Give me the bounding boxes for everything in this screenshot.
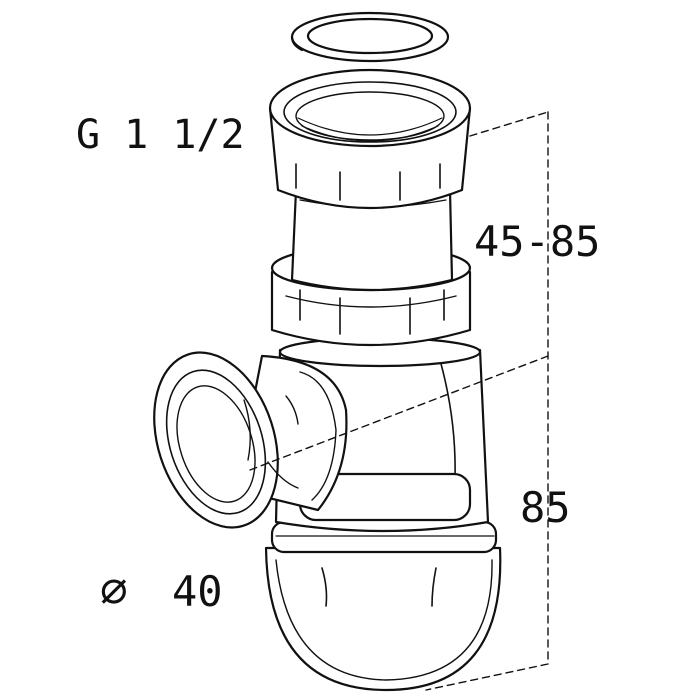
- height-fixed-label: 85: [520, 483, 571, 532]
- dimension-lines: [249, 111, 549, 691]
- diameter-symbol: ⌀: [100, 563, 128, 617]
- sealing-washer: [290, 11, 450, 63]
- thread-label: G 1 1/2: [76, 112, 245, 158]
- upper-threaded-nut: [268, 68, 472, 210]
- height-adjustable-label: 45-85: [474, 217, 600, 266]
- trap-bowl: [264, 520, 502, 692]
- dip-tube: [290, 188, 454, 292]
- drawing: [153, 11, 549, 692]
- diameter-label: 40: [172, 567, 223, 616]
- outlet-nut: [153, 351, 348, 529]
